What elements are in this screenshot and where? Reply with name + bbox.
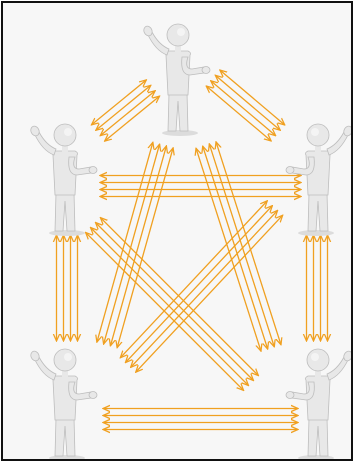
arrow-bundle-top-to-upper-right	[206, 70, 285, 141]
double-arrow	[91, 80, 146, 125]
communication-diagram	[30, 23, 351, 459]
arrows-layer	[57, 70, 328, 430]
arrow-bundle-upper-left-to-lower-left	[57, 235, 78, 341]
double-arrow	[120, 201, 267, 358]
double-arrow	[209, 144, 274, 347]
arrow-bundle-top-to-upper-left	[91, 80, 159, 141]
double-arrow	[206, 86, 271, 141]
double-arrow	[100, 91, 155, 136]
double-arrow	[203, 146, 268, 349]
person-top-waving-person-figure	[143, 23, 211, 136]
arrow-bundle-upper-left-to-upper-right	[100, 176, 301, 197]
arrow-bundle-upper-left-to-lower-right	[86, 218, 259, 391]
double-arrow	[96, 223, 254, 381]
double-arrow	[96, 85, 151, 130]
person-lower-left-waving-person-figure	[30, 348, 98, 459]
double-arrow	[117, 148, 173, 348]
arrow-bundle-top-to-lower-right	[196, 142, 281, 351]
arrow-bundle-lower-left-to-lower-right	[103, 409, 298, 430]
arrow-bundle-upper-right-to-lower-left	[120, 201, 282, 372]
double-arrow	[105, 96, 160, 141]
person-upper-right-waving-person-figure	[285, 123, 351, 236]
person-upper-left-waving-person-figure	[30, 123, 98, 236]
double-arrow	[104, 144, 160, 344]
figures-layer	[30, 23, 351, 459]
arrow-bundle-upper-right-to-lower-right	[307, 235, 328, 341]
person-lower-right-waving-person-figure	[285, 348, 351, 459]
double-arrow	[216, 142, 281, 345]
